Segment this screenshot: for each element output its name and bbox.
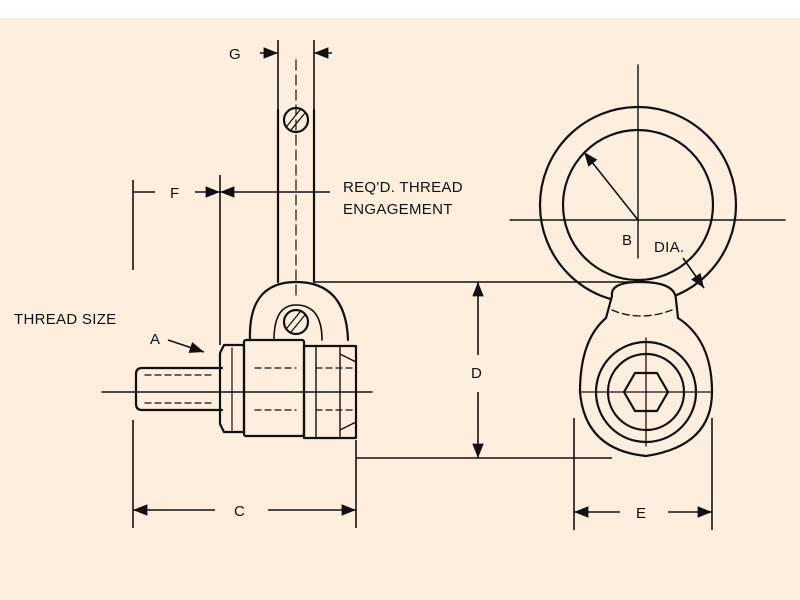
dimension-e-label: E: [636, 505, 646, 522]
dimension-g-label: G: [229, 46, 241, 63]
ring-section-top: [282, 106, 310, 134]
reqd-thread-label-line1: REQ'D. THREAD: [343, 179, 463, 196]
reqd-thread-label-line2: ENGAGEMENT: [343, 201, 453, 218]
clevis-loop: [248, 280, 350, 342]
dimension-b-label: B: [622, 232, 632, 249]
dimension-lines: [132, 40, 713, 530]
swivel-body: [242, 338, 306, 438]
dimension-f-label: F: [170, 185, 179, 202]
dimension-c-label: C: [234, 503, 245, 520]
dimension-d-label: D: [471, 365, 482, 382]
dia-label: DIA.: [654, 239, 684, 256]
ring-section-bottom: [282, 308, 310, 336]
hex-nut: [302, 344, 358, 440]
side-view: [101, 59, 373, 440]
thread-size-label: THREAD SIZE: [14, 311, 116, 328]
threaded-stud: [134, 366, 224, 412]
front-view: [509, 64, 786, 458]
dimension-a-label: A: [150, 331, 160, 348]
